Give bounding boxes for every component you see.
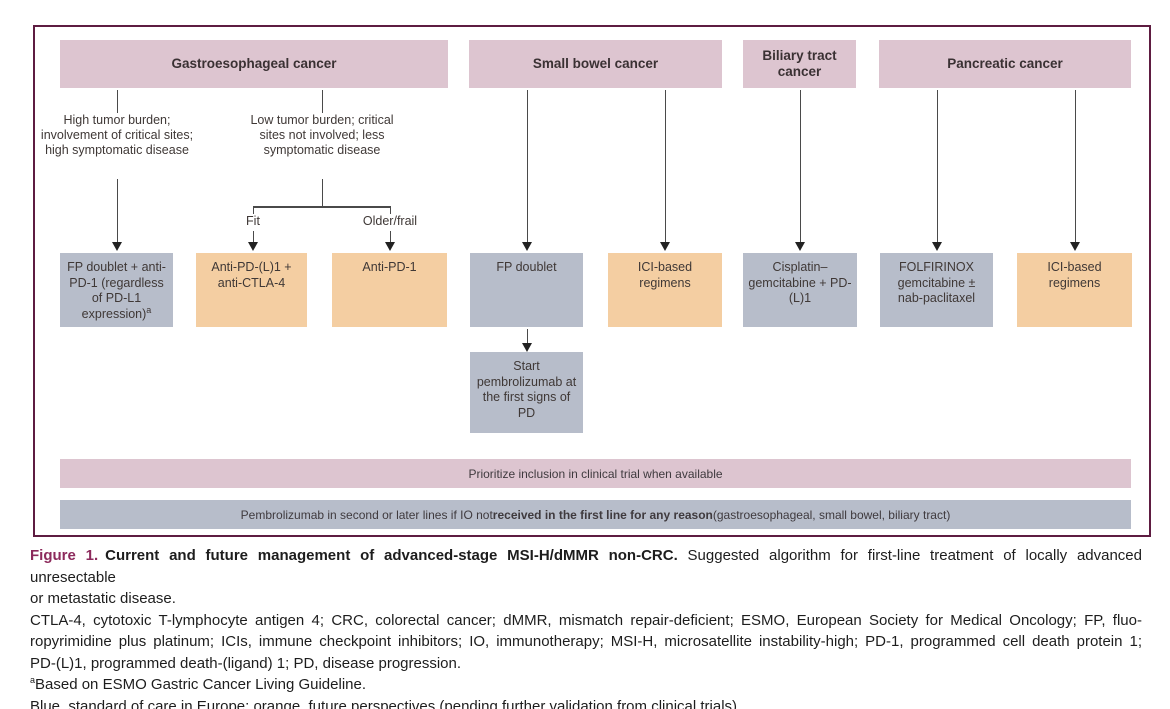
branch-drop-line — [389, 206, 391, 214]
branch-stem-line — [321, 179, 323, 207]
header-gastroesophageal-cancer: Gastroesophageal cancer — [60, 40, 448, 88]
caption-line-1: Figure 1. Current and future management o… — [30, 545, 1142, 588]
header-biliary-tract-cancer: Biliary tract cancer — [743, 40, 856, 88]
arrow-line — [526, 329, 528, 343]
arrowhead-icon — [795, 242, 805, 251]
figure-title: Current and future management of advance… — [105, 547, 678, 564]
arrow-line — [252, 231, 254, 242]
treatment-text: FP doublet + anti-PD-1 (regardless of PD… — [67, 260, 166, 321]
treatment-fp-doublet-anti-pd1: FP doublet + anti-PD-1 (regardless of PD… — [60, 253, 173, 327]
arrowhead-icon — [660, 242, 670, 251]
arrowhead-icon — [385, 242, 395, 251]
connector-line — [321, 90, 323, 113]
footnote-marker: a — [30, 675, 36, 685]
footnote-text: Based on ESMO Gastric Cancer Living Guid… — [35, 676, 367, 693]
bar-text-pre: Pembrolizumab in second or later lines i… — [240, 507, 493, 522]
connector-line — [116, 90, 118, 113]
figure-number-label: Figure 1. — [30, 547, 99, 564]
bar-text-bold: received in the first line for any reaso… — [492, 507, 713, 522]
figure-caption: Figure 1. Current and future management o… — [30, 545, 1142, 709]
treatment-anti-pdl1-anti-ctla4: Anti-PD-(L)1 + anti-CTLA-4 — [196, 253, 307, 327]
arrowhead-icon — [522, 343, 532, 352]
arrow-line — [116, 179, 118, 242]
condition-low-tumor-burden: Low tumor burden; critical sites not inv… — [250, 113, 394, 157]
treatment-start-pembrolizumab-pd: Start pembrolizumab at the first signs o… — [470, 352, 583, 433]
bar-pembrolizumab-later-lines: Pembrolizumab in second or later lines i… — [60, 500, 1131, 529]
arrowhead-icon — [1070, 242, 1080, 251]
caption-color-legend: Blue, standard of care in Europe; orange… — [30, 697, 742, 709]
header-pancreatic-cancer: Pancreatic cancer — [879, 40, 1131, 88]
treatment-ici-based-regimens-smallbowel: ICI-based regimens — [608, 253, 722, 327]
label-older-frail: Older/frail — [362, 214, 418, 228]
arrowhead-icon — [112, 242, 122, 251]
caption-subtitle: Suggested algorithm for first-line treat… — [30, 547, 1142, 586]
arrowhead-icon — [522, 242, 532, 251]
treatment-fp-doublet: FP doublet — [470, 253, 583, 327]
arrow-line — [936, 90, 938, 242]
bar-text-post: (gastroesophageal, small bowel, biliary … — [712, 507, 951, 522]
branch-horizontal-line — [252, 206, 391, 208]
treatment-ici-based-regimens-pancreatic: ICI-based regimens — [1017, 253, 1132, 327]
caption-footnote: aBased on ESMO Gastric Cancer Living Gui… — [30, 674, 1142, 696]
bar-clinical-trial: Prioritize inclusion in clinical trial w… — [60, 459, 1131, 488]
header-small-bowel-cancer: Small bowel cancer — [469, 40, 722, 88]
label-fit: Fit — [246, 214, 260, 228]
arrowhead-icon — [248, 242, 258, 251]
caption-abbreviations-3: PD-(L)1, programmed death-(ligand) 1; PD… — [30, 654, 462, 672]
arrowhead-icon — [932, 242, 942, 251]
arrow-line — [664, 90, 666, 242]
caption-abbreviations-1: CTLA-4, cytotoxic T-lymphocyte antigen 4… — [30, 611, 1142, 629]
treatment-cisplatin-gemcitabine-pdl1: Cisplatin–gemcitabine + PD-(L)1 — [743, 253, 857, 327]
arrow-line — [799, 90, 801, 242]
treatment-anti-pd1: Anti-PD-1 — [332, 253, 447, 327]
footnote-marker: a — [146, 304, 152, 315]
caption-line-2: or metastatic disease. — [30, 590, 176, 607]
arrow-line — [526, 90, 528, 242]
treatment-folfirinox-gemcitabine: FOLFIRINOX gemcitabine ± nab-paclitaxel — [880, 253, 993, 327]
condition-high-tumor-burden: High tumor burden; involvement of critic… — [40, 113, 194, 157]
caption-abbreviations-2: ropyrimidine plus platinum; ICIs, immune… — [30, 633, 1142, 650]
arrow-line — [1074, 90, 1076, 242]
arrow-line — [389, 231, 391, 242]
branch-drop-line — [252, 206, 254, 214]
